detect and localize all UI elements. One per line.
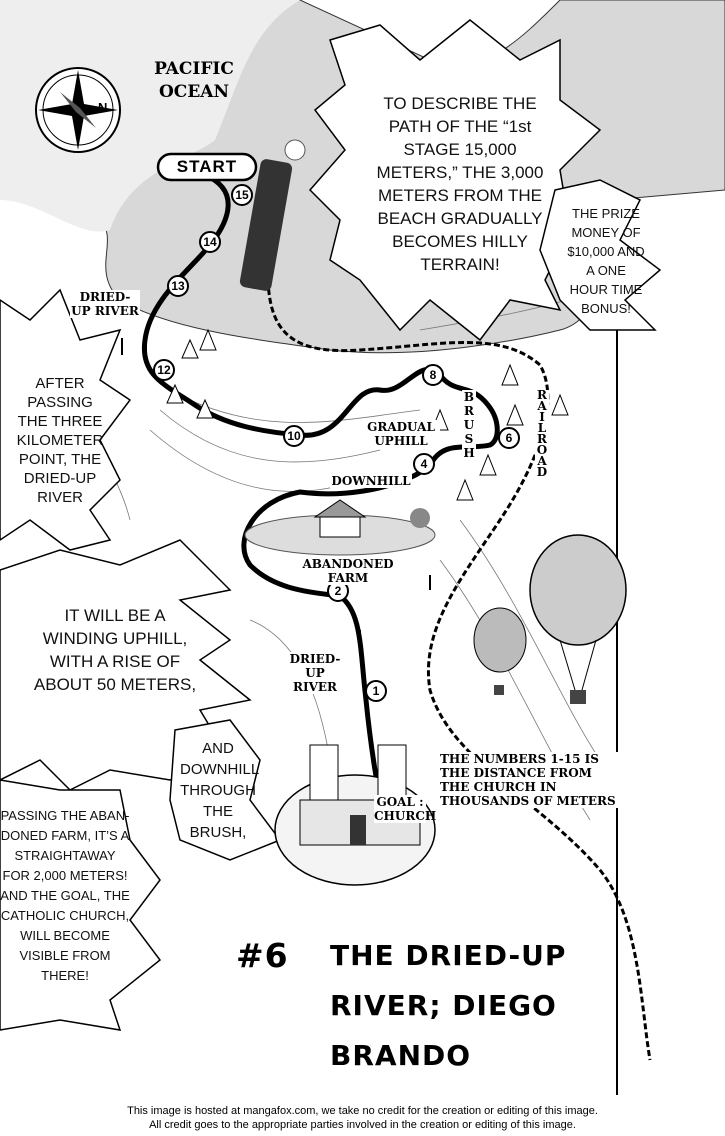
chapter-number: #6 bbox=[236, 936, 289, 975]
gradual-uphill-label: GRADUAL UPHILL bbox=[362, 420, 440, 448]
abandoned-farm-label: ABANDONED FARM bbox=[298, 557, 398, 585]
narration-downhill: AND DOWNHILL THROUGH THE BRUSH, bbox=[180, 740, 260, 841]
compass-rose-icon bbox=[35, 67, 121, 153]
goal-church-label: GOAL : CHURCH bbox=[374, 795, 437, 823]
distance-marker-15: 15 bbox=[231, 184, 253, 206]
ocean bbox=[0, 0, 300, 232]
hosting-credit: This image is hosted at mangafox.com, we… bbox=[0, 1104, 725, 1132]
narration-prize: THE PRIZE MONEY OF $10,000 AND A ONE HOU… bbox=[567, 206, 645, 316]
hot-air-balloons bbox=[473, 534, 627, 704]
railroad-label: RAILROAD bbox=[535, 388, 549, 479]
narration-winding: IT WILL BE A WINDING UPHILL, WITH A RISE… bbox=[33, 606, 197, 694]
credit-line-1: This image is hosted at mangafox.com, we… bbox=[127, 1105, 598, 1117]
chapter-title-line2: RIVER; DIEGO bbox=[330, 989, 557, 1022]
ocean-label: PACIFIC OCEAN bbox=[154, 59, 234, 102]
distance-marker-12: 12 bbox=[153, 359, 175, 381]
abandoned-farm-illustration bbox=[244, 499, 436, 556]
numbers-note: THE NUMBERS 1-15 IS THE DISTANCE FROM TH… bbox=[440, 752, 618, 808]
dried-up-river-label-bottom: DRIED-UP RIVER bbox=[282, 652, 348, 694]
chapter-title-line1: THE DRIED-UP bbox=[330, 939, 567, 972]
start-marker bbox=[156, 152, 258, 182]
downhill-label: DOWNHILL bbox=[330, 474, 412, 488]
distance-marker-1: 1 bbox=[365, 680, 387, 702]
race-route bbox=[141, 172, 500, 831]
compass-north-letter: N bbox=[98, 100, 108, 115]
start-label: START bbox=[176, 157, 238, 176]
distance-marker-6: 6 bbox=[498, 427, 520, 449]
narration-path-description: TO DESCRIBE THE PATH OF THE “1st STAGE 1… bbox=[376, 94, 544, 274]
distance-marker-14: 14 bbox=[199, 231, 221, 253]
dried-up-river-label-top: DRIED-UP RIVER bbox=[70, 290, 140, 318]
distance-marker-10: 10 bbox=[283, 425, 305, 447]
railroad-track bbox=[266, 279, 652, 1061]
train-illustration bbox=[239, 139, 306, 291]
bridges bbox=[121, 338, 431, 645]
chapter-title-line3: BRANDO bbox=[330, 1039, 472, 1072]
speech-bubbles bbox=[0, 19, 662, 1031]
distance-marker-13: 13 bbox=[167, 275, 189, 297]
distance-marker-4: 4 bbox=[413, 453, 435, 475]
narration-three-km: AFTER PASSING THE THREE KILOMETER POINT,… bbox=[16, 375, 104, 506]
distance-marker-8: 8 bbox=[422, 364, 444, 386]
trees bbox=[166, 328, 569, 501]
narration-farm: PASSING THE ABAN-DONED FARM, IT’S A STRA… bbox=[0, 808, 130, 983]
brush-label: BRUSH bbox=[462, 390, 476, 460]
credit-line-2: All credit goes to the appropriate parti… bbox=[149, 1119, 576, 1131]
